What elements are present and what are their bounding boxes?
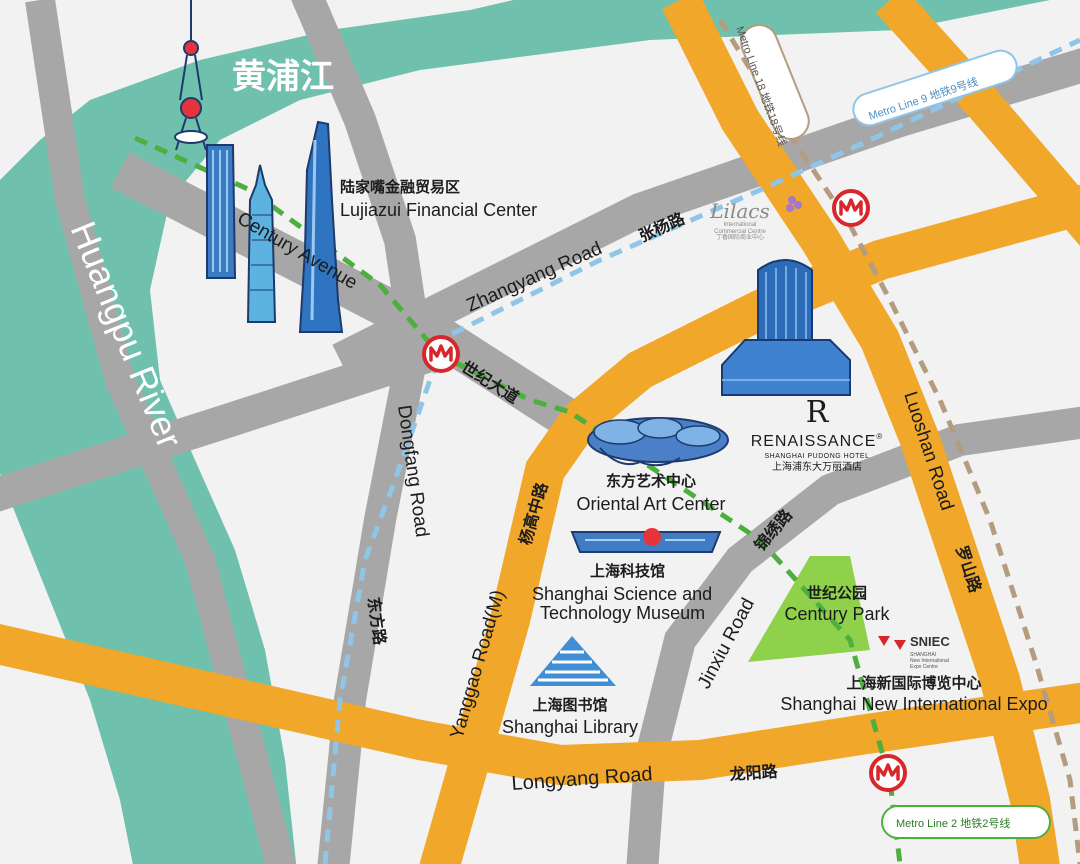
label-lujiazui-en: Lujiazui Financial Center — [340, 199, 538, 220]
renaissance-letter: R — [805, 395, 829, 430]
sniec-logo-sub: Expo Centre — [910, 664, 938, 670]
metro-lines — [133, 18, 1080, 864]
sniec-logo-sub: SHANGHAI — [910, 652, 936, 658]
lilacs-sub: Commercial Centre — [714, 228, 766, 235]
label-century-park-zh: 世纪公园 — [806, 585, 867, 602]
label-lujiazui: 陆家嘴金融贸易区 Lujiazui Financial Center — [340, 179, 538, 220]
oriental-art-center-icon — [587, 417, 729, 467]
lilacs-sub: International — [723, 222, 757, 228]
renaissance-sub: SHANGHAI PUDONG HOTEL — [764, 452, 870, 460]
metro-logo-icon — [422, 335, 460, 373]
sniec-logo-sub: New International — [910, 658, 949, 664]
metro9-badge — [852, 49, 1018, 127]
lilacs-title: Lilacs — [710, 199, 770, 223]
label-science-en2: Technology Museum — [540, 603, 706, 624]
lilacs-logo: Lilacs International Commercial Centre 丁… — [700, 200, 780, 242]
lilacs-sub: 丁香国际商业中心 — [715, 235, 764, 242]
sniec-logo-text: SNIEC — [910, 634, 950, 649]
luoshan-road — [662, 0, 1060, 864]
science-museum-icon — [570, 528, 722, 553]
metro-line-9 — [322, 37, 1080, 864]
metro2-label: Metro Line 2 地铁2号线 — [896, 816, 1010, 830]
dongfang-road — [291, 0, 432, 864]
renaissance-reg: ® — [876, 432, 884, 441]
metro-line-2 — [133, 135, 903, 864]
river-label-zh: 黄浦江 — [232, 58, 334, 96]
label-science-en1: Shanghai Science and — [532, 583, 713, 604]
label-century-park: 世纪公园 Century Park — [772, 585, 902, 624]
library-icon — [530, 636, 616, 686]
renaissance-hotel-building-icon — [721, 259, 851, 396]
label-lujiazui-zh: 陆家嘴金融贸易区 — [340, 179, 461, 196]
label-library: 上海图书馆 Shanghai Library — [492, 697, 648, 737]
metro-line-18 — [717, 18, 1080, 864]
metro-logo-icon — [869, 754, 907, 792]
label-oriental-art: 东方艺术中心 Oriental Art Center — [566, 473, 736, 514]
metro2-badge — [881, 805, 1051, 839]
label-library-en: Shanghai Library — [501, 716, 639, 737]
metro18-badge — [740, 24, 810, 140]
renaissance-logo: R RENAISSANCE® SHANGHAI PUDONG HOTEL 上海浦… — [742, 396, 892, 473]
label-library-zh: 上海图书馆 — [532, 697, 608, 714]
label-science-museum: 上海科技馆 Shanghai Science and Technology Mu… — [532, 563, 713, 624]
oriental-pearl-tower-icon — [174, 0, 208, 151]
longyang-road — [0, 624, 1080, 786]
lilac-flower-icon — [786, 196, 802, 212]
label-sniec-zh: 上海新国际博览中心 — [846, 675, 982, 692]
label-sniec-en: Shanghai New International Expo — [780, 693, 1048, 714]
shanghai-tower-icon — [298, 120, 344, 333]
label-science-zh: 上海科技馆 — [590, 563, 666, 580]
swfc-icon — [206, 144, 237, 279]
road-label-longyang-zh: 龙阳路 — [728, 762, 779, 784]
jinmao-tower-icon — [246, 164, 277, 323]
sniec-logo-icon — [878, 636, 906, 650]
label-oriental-art-zh: 东方艺术中心 — [605, 473, 696, 490]
label-century-park-en: Century Park — [784, 603, 890, 624]
renaissance-zh: 上海浦东大万丽酒店 — [772, 462, 862, 474]
century-park-area — [748, 556, 870, 662]
metro-logo-icon — [832, 189, 870, 227]
label-sniec: 上海新国际博览中心 Shanghai New International Exp… — [764, 675, 1064, 714]
renaissance-name: RENAISSANCE — [750, 433, 877, 450]
label-oriental-art-en: Oriental Art Center — [576, 493, 726, 514]
